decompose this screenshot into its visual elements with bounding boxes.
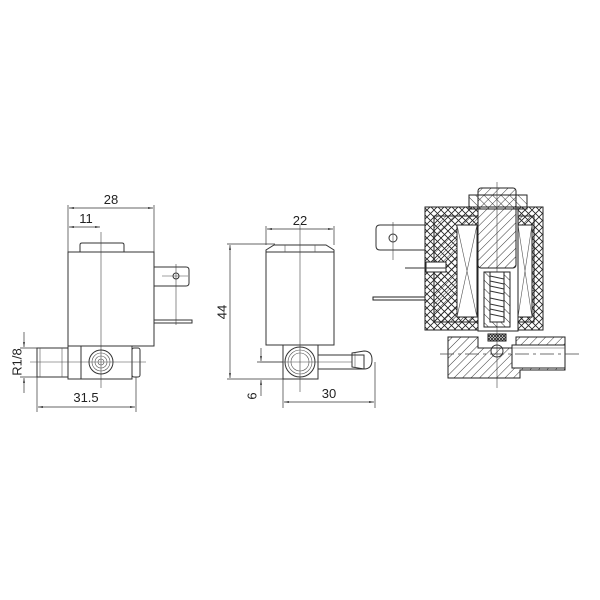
front-view: [30, 232, 193, 388]
dim-11-label: 11: [79, 211, 93, 226]
section-view: [372, 182, 580, 388]
dim-44-label: 44: [214, 305, 229, 319]
side-view: [260, 225, 373, 392]
dim-22-label: 22: [293, 213, 307, 228]
dim-28-label: 28: [104, 192, 118, 207]
dim-r18-label: R1/8: [9, 348, 24, 375]
dim-31-5-label: 31.5: [73, 390, 98, 405]
dim-30-label: 30: [322, 386, 336, 401]
side-view-dimensions: 22 44 6 30: [214, 213, 376, 408]
dim-6-label: 6: [244, 392, 259, 399]
front-view-dimensions: 28 11 31.5 R1/8: [9, 192, 155, 412]
